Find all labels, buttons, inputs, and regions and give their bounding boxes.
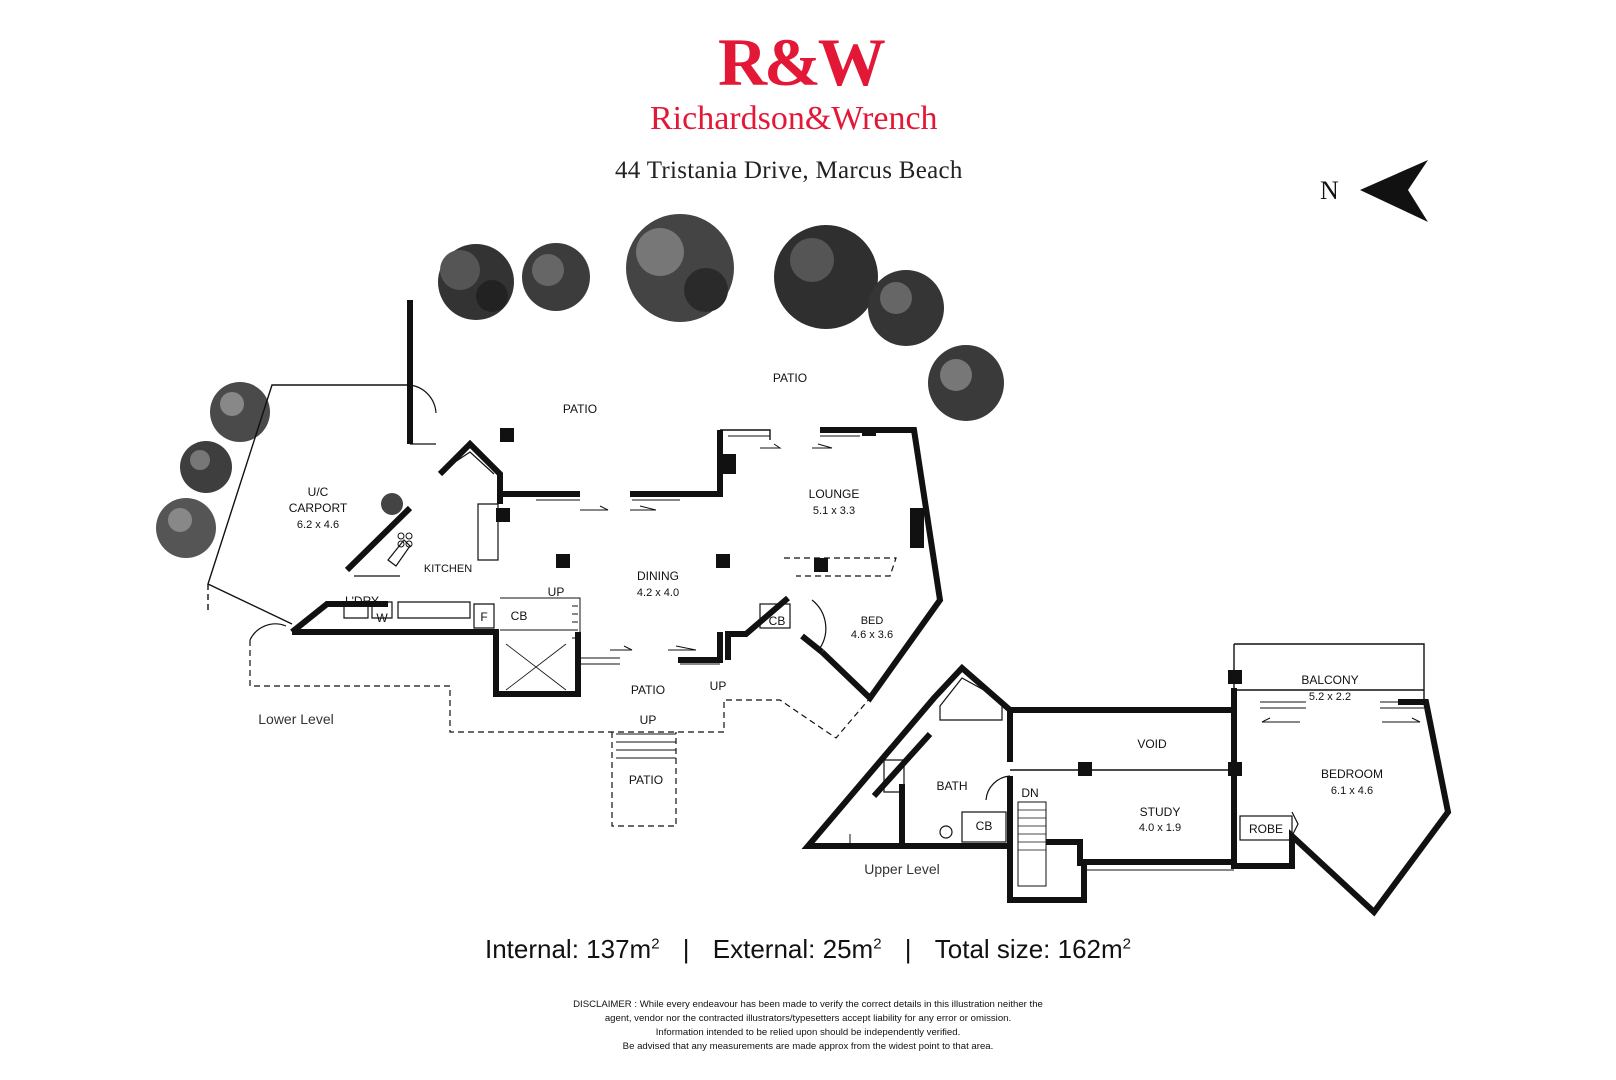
room-label-void: VOID [1137, 737, 1167, 751]
disclaimer-line: DISCLAIMER : While every endeavour has b… [573, 999, 1043, 1010]
room-label-carport: U/C [308, 485, 329, 499]
cupboard-label: CB [976, 819, 993, 833]
tree-icon [522, 243, 590, 311]
total-size: Total size: 162m2 [935, 934, 1131, 965]
room-dim-lounge: 5.1 x 3.3 [813, 505, 855, 517]
room-dim-study: 4.0 x 1.9 [1139, 822, 1181, 834]
room-dim-bed: 4.6 x 3.6 [851, 629, 893, 641]
tree-icon [210, 382, 270, 442]
washer-label: W [376, 611, 388, 625]
disclaimer-line: Be advised that any measurements are mad… [622, 1041, 994, 1052]
external-size-value: 25m [822, 934, 874, 964]
room-label-lounge: LOUNGE [809, 487, 860, 501]
tree-icon [928, 345, 1004, 421]
disclaimer-line: Information intended to be relied upon s… [655, 1027, 961, 1038]
unit-superscript: 2 [873, 935, 882, 953]
north-arrow-icon [1360, 160, 1428, 222]
tree-icons [156, 214, 1004, 558]
room-label-balcony: BALCONY [1301, 673, 1358, 687]
stair-up-label: UP [710, 679, 727, 693]
cupboard-label: CB [511, 609, 528, 623]
internal-size-label: Internal: [484, 934, 579, 964]
external-size: External: 25m2 [713, 934, 882, 965]
separator: | [682, 934, 690, 964]
tree-icon [868, 270, 944, 346]
header: R&W Richardson&Wrench 44 Tristania Drive… [0, 0, 1616, 222]
compass-letter: N [1320, 176, 1339, 205]
room-label-bedroom: BEDROOM [1321, 767, 1383, 781]
internal-size: Internal: 137m2 [485, 934, 660, 965]
level-label-lower: Lower Level [258, 711, 334, 727]
room-label-carport: CARPORT [289, 501, 348, 515]
room-label-study: STUDY [1140, 805, 1181, 819]
lower-level-columns [496, 428, 924, 572]
total-size-value: 162m [1057, 934, 1123, 964]
room-dim-bedroom: 6.1 x 4.6 [1331, 785, 1373, 797]
level-label-upper: Upper Level [864, 861, 940, 877]
compass: N [1320, 158, 1436, 232]
tree-icon [381, 493, 403, 515]
upper-level-columns [1078, 670, 1242, 776]
disclaimer: DISCLAIMER : While every endeavour has b… [0, 998, 1616, 1054]
room-label-bed: BED [861, 615, 884, 627]
room-label-laundry: L'DRY [345, 594, 379, 608]
room-label-bath: BATH [936, 779, 967, 793]
tree-icon [774, 225, 878, 329]
size-summary: Internal: 137m2 | External: 25m2 | Total… [0, 934, 1616, 965]
room-label-kitchen: KITCHEN [424, 563, 472, 575]
tree-icon [438, 244, 514, 320]
room-label-patio: PATIO [563, 402, 597, 416]
total-size-label: Total size: [934, 934, 1051, 964]
room-label-patio: PATIO [631, 683, 665, 697]
internal-size-value: 137m [586, 934, 652, 964]
lower-level-plan [207, 300, 944, 827]
brand-name: Richardson&Wrench [650, 100, 938, 137]
property-address: 44 Tristania Drive, Marcus Beach [615, 157, 963, 184]
fridge-label: F [480, 610, 487, 624]
room-dim-balcony: 5.2 x 2.2 [1309, 691, 1351, 703]
room-label-patio: PATIO [629, 773, 663, 787]
disclaimer-line: agent, vendor nor the contracted illustr… [604, 1013, 1012, 1024]
stair-up-label: UP [640, 713, 657, 727]
unit-superscript: 2 [1122, 935, 1132, 953]
external-size-label: External: [712, 934, 816, 964]
lower-level-doors [536, 429, 860, 665]
room-label-dining: DINING [637, 569, 679, 583]
upper-level-plan [801, 643, 1452, 917]
room-dim-carport: 6.2 x 4.6 [297, 519, 339, 531]
tree-icon [180, 441, 232, 493]
room-labels: PATIO PATIO U/C CARPORT 6.2 x 4.6 KITCHE… [258, 371, 1383, 877]
tree-icon [626, 214, 734, 322]
tree-icon [156, 498, 216, 558]
unit-superscript: 2 [651, 935, 660, 953]
room-dim-dining: 4.2 x 4.0 [637, 587, 679, 599]
stair-up-label: UP [548, 585, 565, 599]
separator: | [904, 934, 912, 964]
brand-logo-mark: R&W [718, 24, 886, 100]
room-label-robe: ROBE [1249, 822, 1283, 836]
cupboard-label: CB [769, 614, 786, 628]
room-label-patio: PATIO [773, 371, 807, 385]
stair-down-label: DN [1021, 786, 1038, 800]
